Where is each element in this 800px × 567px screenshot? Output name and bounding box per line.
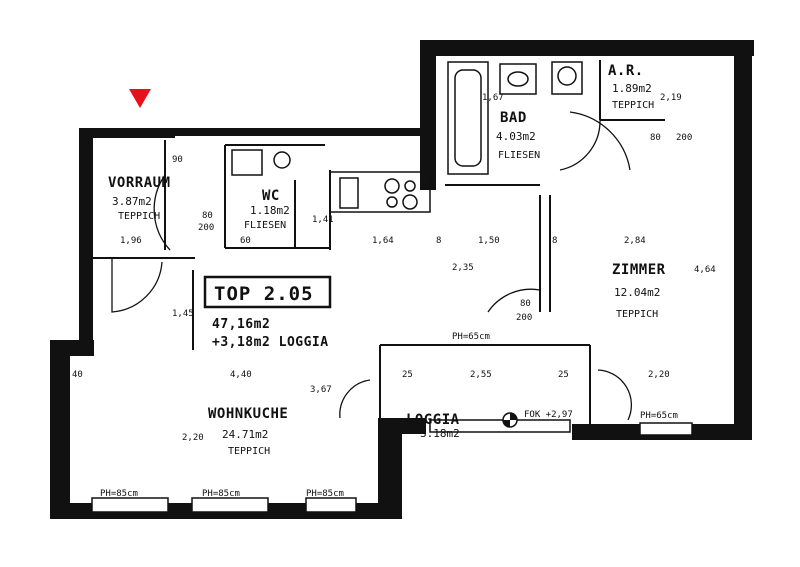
interior-walls — [93, 60, 665, 425]
dim-1-64: 1,64 — [372, 236, 394, 246]
dim-2-35: 2,35 — [452, 263, 474, 273]
room-name-ar: A.R. — [608, 63, 644, 79]
dim-1-41: 1,41 — [312, 215, 334, 225]
fok-label: FOK +2,97 — [524, 410, 573, 420]
sill-label-1: PH=85cm — [100, 489, 138, 499]
room-area-ar: 1.89m2 — [612, 82, 652, 95]
room-area-vorraum: 3.87m2 — [112, 195, 152, 208]
dim-1-50: 1,50 — [478, 236, 500, 246]
kitchen-fixtures — [231, 149, 431, 213]
dim-1-67: 1,67 — [482, 93, 504, 103]
dim-8-a: 8 — [436, 236, 441, 246]
dim-80-c: 80 — [650, 133, 661, 143]
room-floor-wohnkuche: TEPPICH — [228, 446, 270, 457]
room-name-wohnkuche: WOHNKUCHE — [208, 406, 288, 422]
dim-200-b: 200 — [516, 313, 532, 323]
room-floor-ar: TEPPICH — [612, 100, 654, 111]
sill-label-5: PH=65cm — [640, 411, 678, 421]
entry-marker — [129, 89, 151, 108]
dim-2-20-right: 2,20 — [648, 370, 670, 380]
dim-4-40: 4,40 — [230, 370, 252, 380]
dim-25-b: 25 — [558, 370, 569, 380]
room-name-wc: WC — [262, 188, 280, 204]
room-area-zimmer: 12.04m2 — [614, 286, 660, 299]
room-area-loggia: 3.18m2 — [420, 427, 460, 440]
dim-25-a: 25 — [402, 370, 413, 380]
sill-label-4: PH=65cm — [452, 332, 490, 342]
dimension-labels: 1,96 1,64 1,50 2,84 4,40 40 2,20 2,55 25… — [72, 93, 716, 443]
door-swings — [111, 111, 633, 421]
bath-fixtures — [447, 61, 583, 175]
room-name-vorraum: VORRAUM — [108, 175, 171, 191]
dim-200-a: 200 — [198, 223, 214, 233]
room-area-wohnkuche: 24.71m2 — [222, 428, 268, 441]
dim-1-45: 1,45 — [172, 309, 194, 319]
room-area-bad: 4.03m2 — [496, 130, 536, 143]
loggia-total: +3,18m2 LOGGIA — [212, 335, 329, 350]
sill-labels: PH=85cm PH=85cm PH=85cm PH=65cm PH=65cm — [100, 332, 678, 499]
dim-80-a: 80 — [202, 211, 213, 221]
dim-3-67: 3,67 — [310, 385, 332, 395]
dim-2-19: 2,19 — [660, 93, 682, 103]
windows-bottom — [91, 419, 693, 513]
total-area: 47,16m2 — [212, 317, 270, 332]
dim-60: 60 — [240, 236, 251, 246]
dim-1-96: 1,96 — [120, 236, 142, 246]
outer-walls — [50, 40, 754, 519]
dim-8-b: 8 — [552, 236, 557, 246]
sill-label-3: PH=85cm — [306, 489, 344, 499]
room-name-bad: BAD — [500, 110, 527, 126]
dim-80-b: 80 — [520, 299, 531, 309]
unit-title: TOP 2.05 — [214, 283, 314, 305]
dim-90: 90 — [172, 155, 183, 165]
room-area-wc: 1.18m2 — [250, 204, 290, 217]
room-floor-zimmer: TEPPICH — [616, 309, 658, 320]
dim-40: 40 — [72, 370, 83, 380]
unit-title-box — [203, 275, 332, 309]
room-name-zimmer: ZIMMER — [612, 262, 666, 278]
dim-200-c: 200 — [676, 133, 692, 143]
room-name-loggia: LOGGIA — [406, 412, 460, 428]
room-floor-bad: FLIESEN — [498, 150, 540, 161]
dim-2-55: 2,55 — [470, 370, 492, 380]
dim-4-64: 4,64 — [694, 265, 716, 275]
dim-2-84: 2,84 — [624, 236, 646, 246]
dim-2-20-left: 2,20 — [182, 433, 204, 443]
sill-label-2: PH=85cm — [202, 489, 240, 499]
room-floor-vorraum: TEPPICH — [118, 211, 160, 222]
room-floor-wc: FLIESEN — [244, 220, 286, 231]
